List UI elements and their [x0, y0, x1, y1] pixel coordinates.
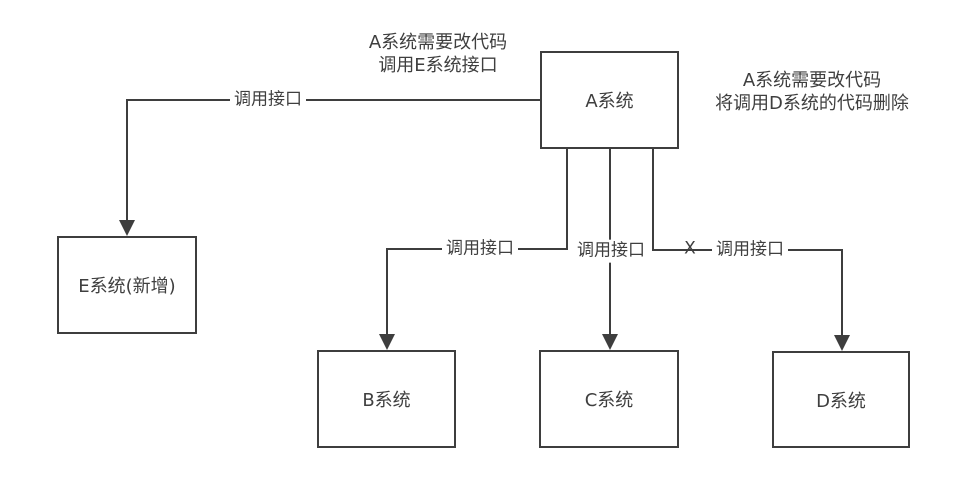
edge-a-to-b-vertical-segment-2	[386, 248, 388, 336]
arrowhead-into-c-icon	[602, 334, 618, 350]
node-a-system: A系统	[540, 51, 679, 149]
annotation-change-code-call-e: A系统需要改代码 调用E系统接口	[318, 31, 558, 77]
node-a-system-label: A系统	[585, 91, 634, 112]
edge-a-to-d-vertical-segment-2	[841, 249, 843, 337]
node-e-system-new: E系统(新增)	[57, 236, 197, 334]
arrowhead-into-b-icon	[379, 334, 395, 350]
node-b-system: B系统	[317, 350, 456, 448]
edge-a-to-e-horizontal-segment	[127, 99, 540, 101]
annotation-right-line1: A系统需要改代码	[742, 70, 882, 91]
annotation-top-line1: A系统需要改代码	[368, 32, 508, 53]
edge-label-a-to-b: 调用接口	[442, 237, 518, 261]
node-c-system: C系统	[539, 350, 679, 448]
edge-label-a-to-e: 调用接口	[230, 88, 306, 112]
node-d-system-label: D系统	[816, 390, 866, 412]
edge-label-a-to-c: 调用接口	[573, 239, 649, 263]
annotation-change-code-delete-d: A系统需要改代码 将调用D系统的代码删除	[662, 69, 962, 115]
edge-a-to-b-vertical-segment-1	[566, 149, 568, 250]
annotation-top-line2: 调用E系统接口	[378, 55, 498, 76]
node-c-system-label: C系统	[584, 390, 634, 411]
node-b-system-label: B系统	[362, 390, 411, 411]
edge-a-to-d-vertical-segment-1	[652, 149, 654, 251]
arrowhead-into-e-icon	[119, 220, 135, 236]
node-e-system-label: E系统(新增)	[78, 276, 176, 297]
delete-connection-x-icon: X	[684, 238, 696, 259]
edge-a-to-e-vertical-segment	[126, 99, 128, 222]
annotation-right-line2: 将调用D系统的代码删除	[715, 93, 909, 114]
edge-label-a-to-d: 调用接口	[712, 238, 788, 262]
arrowhead-into-d-icon	[834, 335, 850, 351]
node-d-system: D系统	[772, 351, 910, 448]
